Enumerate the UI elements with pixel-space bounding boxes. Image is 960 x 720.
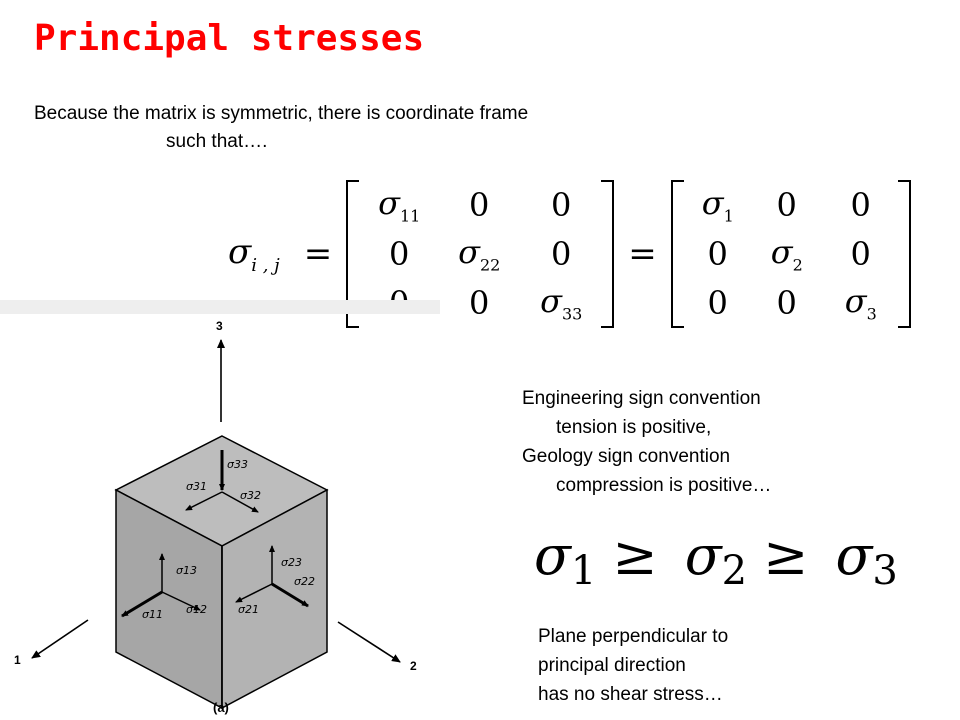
matrix-cell: 0	[776, 185, 797, 224]
page-title: Principal stresses	[34, 18, 425, 59]
arrow-s11	[121, 590, 163, 618]
axis-3-label: 3	[216, 319, 223, 333]
arrow-s21	[235, 583, 273, 603]
matrix-cell: σ1	[701, 183, 734, 226]
label-s11: σ11	[142, 608, 163, 621]
stress-tensor-symbol: σi , j	[228, 232, 280, 276]
plane-note-line-3: has no shear stress…	[538, 684, 723, 705]
label-s33: σ33	[227, 458, 248, 471]
sign-convention-text: Engineering sign convention tension is p…	[522, 384, 771, 500]
intro-text: Because the matrix is symmetric, there i…	[34, 100, 528, 156]
label-s12: σ12	[186, 603, 207, 616]
stress-cube-drawing: 3 1 2 (a) σ33 σ31 σ32 σ13 σ11 σ12 σ23 σ2…	[14, 319, 417, 715]
equals-sign: =	[628, 234, 657, 274]
intro-line-1: Because the matrix is symmetric, there i…	[34, 103, 529, 124]
matrix-cell: 0	[707, 234, 728, 273]
matrix-cell: σ3	[844, 281, 877, 324]
label-s32: σ32	[240, 489, 261, 502]
plane-note-line-1: Plane perpendicular to	[538, 626, 729, 647]
label-s13: σ13	[176, 564, 197, 577]
matrix-cell: 0	[389, 234, 410, 273]
arrow-s32	[221, 491, 259, 513]
principal-stress-ordering: σ1≥ σ2≥ σ3	[534, 524, 898, 594]
matrix-cell: σ2	[770, 232, 803, 275]
matrix-cell: 0	[469, 185, 490, 224]
equals-sign: =	[303, 234, 333, 274]
axis-1-arrow	[31, 619, 89, 659]
figure-scan-band	[0, 300, 440, 314]
matrix-cell: σ22	[458, 232, 501, 275]
matrix-cell: 0	[469, 283, 490, 322]
axis-2-label: 2	[410, 659, 417, 673]
stress-cube-figure: 3 1 2 (a) σ33 σ31 σ32 σ13 σ11 σ12 σ23 σ2…	[0, 300, 440, 720]
axis-2-arrow	[337, 621, 401, 663]
arrow-s31	[185, 491, 223, 511]
matrix-cell: σ33	[540, 281, 583, 324]
stress-matrix-principal: σ1 0 0 0 σ2 0 0 0 σ3	[670, 180, 911, 328]
matrix-cell: 0	[707, 283, 728, 322]
label-s23: σ23	[281, 556, 302, 569]
convention-line-2: tension is positive,	[556, 417, 712, 438]
matrix-cell: σ11	[378, 183, 421, 226]
intro-line-2: such that….	[166, 131, 268, 152]
matrix-cell: 0	[850, 185, 871, 224]
matrix-cell: 0	[850, 234, 871, 273]
label-s31: σ31	[186, 480, 207, 493]
label-s21: σ21	[238, 603, 259, 616]
convention-line-3: Geology sign convention	[522, 446, 731, 467]
plane-note-line-2: principal direction	[538, 655, 686, 676]
arrow-s12	[161, 591, 201, 611]
convention-line-4: compression is positive…	[556, 475, 772, 496]
arrow-s22	[271, 582, 309, 608]
axis-1-label: 1	[14, 653, 21, 667]
matrix-cell: 0	[551, 234, 572, 273]
matrix-cell: 0	[776, 283, 797, 322]
figure-caption: (a)	[213, 700, 229, 715]
label-s22: σ22	[294, 575, 315, 588]
convention-line-1: Engineering sign convention	[522, 388, 761, 409]
principal-plane-note: Plane perpendicular to principal directi…	[538, 622, 728, 709]
matrix-cell: 0	[551, 185, 572, 224]
